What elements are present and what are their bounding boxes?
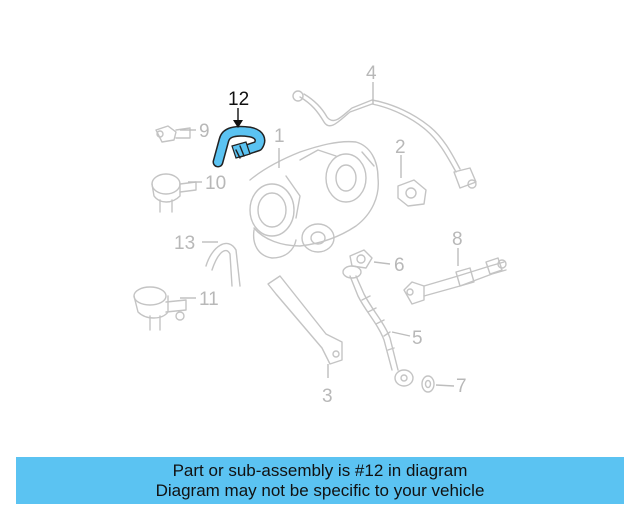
part-1-turbocharger [249,140,379,259]
callout-9: 9 [199,121,210,142]
callout-4: 4 [366,63,377,84]
part-8-pipe [403,257,507,305]
part-13-hose [205,242,241,287]
callout-13: 13 [174,233,195,254]
banner-line-disclaimer: Diagram may not be specific to your vehi… [155,480,485,500]
part-4-oil-line [292,90,477,189]
callout-3: 3 [322,386,333,407]
callout-10: 10 [205,173,226,194]
callout-8: 8 [452,229,463,250]
callout-1: 1 [274,126,285,147]
callout-2: 2 [395,137,406,158]
part-2-gasket [397,179,427,207]
callout-12: 12 [228,89,249,110]
part-3-bracket [267,275,343,365]
part-10-valve [151,173,197,213]
callout-11: 11 [199,289,219,310]
callout-7: 7 [456,376,467,397]
callout-5: 5 [412,328,423,349]
part-9-fitting [155,125,191,143]
part-7-washer [421,375,435,393]
part-6-gasket [349,249,373,269]
banner-line-part-info: Part or sub-assembly is #12 in diagram [172,460,468,480]
callout-6: 6 [394,255,405,276]
leader-lines [180,82,459,387]
part-5-braided-line [342,265,414,387]
info-banner: Part or sub-assembly is #12 in diagram D… [16,457,624,504]
part-12-hose-highlighted [212,125,266,168]
part-11-valve [133,286,187,331]
